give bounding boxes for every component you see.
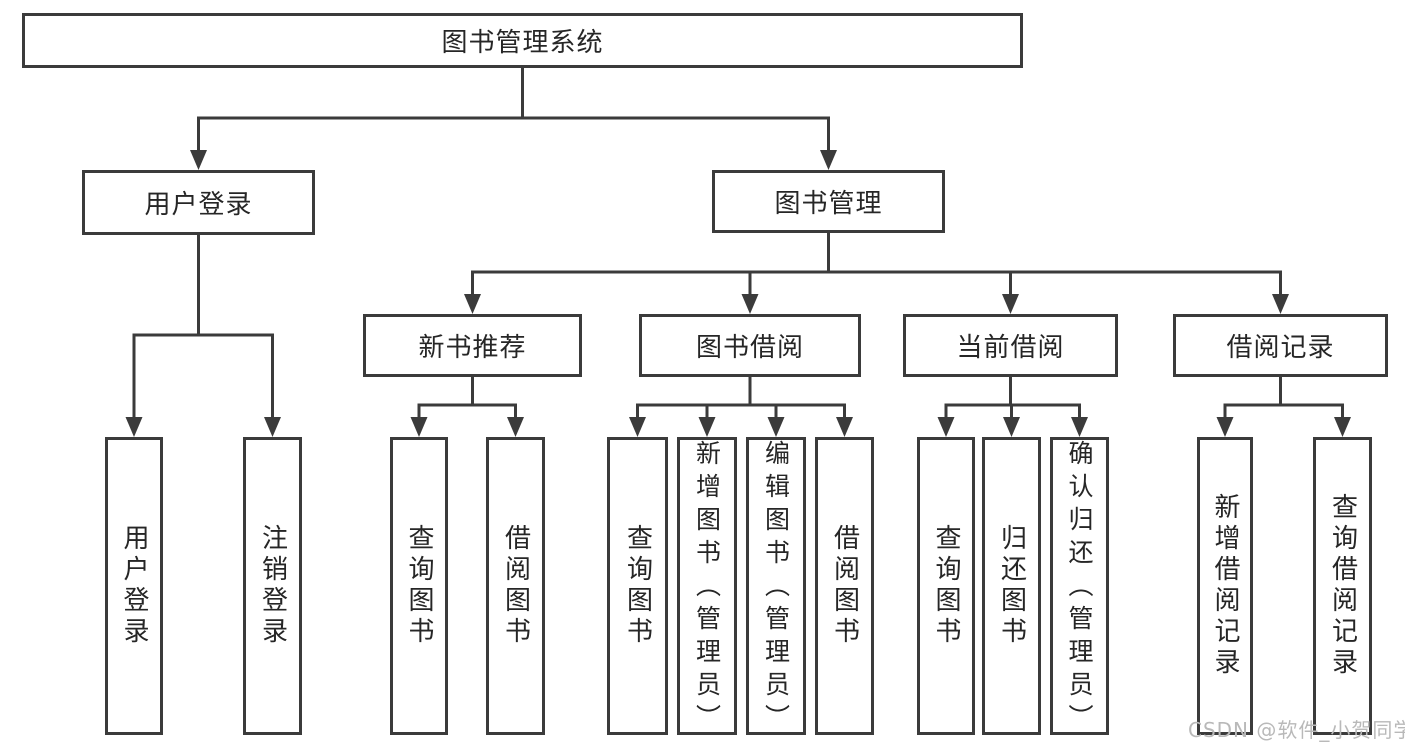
node-book-management: 图书管理 [712,170,945,233]
connector-borrow-to-leaves [629,377,853,437]
node-book-borrow-label: 图书借阅 [695,333,804,363]
node-book-borrow: 图书借阅 [639,314,861,377]
leaf-borrow-add-books-admin-label: 新增图书（管理员） [692,440,722,737]
node-book-management-label: 图书管理 [774,189,883,219]
node-new-book-recommend-label: 新书推荐 [418,333,527,363]
leaf-current-return-books-label: 归还图书 [996,524,1027,648]
leaf-borrow-add-books-admin: 新增图书（管理员） [677,437,737,737]
node-user-login: 用户登录 [82,170,315,235]
leaf-current-confirm-return-admin-label: 确认归还（管理员） [1065,440,1094,737]
node-borrow-records: 借阅记录 [1173,314,1388,377]
leaf-records-query-record-label: 查询借阅记录 [1327,493,1358,679]
leaf-borrow-edit-books-admin-label: 编辑图书（管理员） [761,440,791,737]
node-root-system: 图书管理系统 [22,13,1023,68]
leaf-borrow-query-books-label: 查询图书 [622,524,653,648]
node-user-login-label: 用户登录 [144,190,253,220]
leaf-user-login: 用户登录 [105,437,163,735]
leaf-newbook-borrow-books: 借阅图书 [486,437,545,735]
csdn-watermark: CSDN @软件_小贺同学 [1188,718,1405,742]
leaf-records-add-record-label: 新增借阅记录 [1210,493,1240,679]
leaf-records-add-record: 新增借阅记录 [1197,437,1253,735]
leaf-current-query-books: 查询图书 [917,437,975,735]
leaf-current-query-books-label: 查询图书 [931,524,961,648]
node-new-book-recommend: 新书推荐 [363,314,582,377]
leaf-current-confirm-return-admin: 确认归还（管理员） [1050,437,1109,737]
node-current-borrow: 当前借阅 [903,314,1118,377]
node-borrow-records-label: 借阅记录 [1226,333,1335,363]
connector-mgmt-to-level3 [464,233,1289,314]
node-root-system-label: 图书管理系统 [441,28,604,58]
leaf-newbook-query-books-label: 查询图书 [404,524,434,648]
leaf-newbook-query-books: 查询图书 [390,437,448,735]
leaf-borrow-borrow-books: 借阅图书 [815,437,874,735]
leaf-borrow-borrow-books-label: 借阅图书 [829,524,860,648]
leaf-logout-label: 注销登录 [257,524,288,648]
leaf-newbook-borrow-books-label: 借阅图书 [500,524,531,648]
leaf-user-login-label: 用户登录 [119,524,149,648]
leaf-borrow-edit-books-admin: 编辑图书（管理员） [746,437,806,737]
leaf-borrow-query-books: 查询图书 [607,437,668,735]
connector-login-to-leaves [125,235,281,437]
leaf-records-query-record: 查询借阅记录 [1313,437,1372,735]
node-current-borrow-label: 当前借阅 [956,333,1065,363]
leaf-logout: 注销登录 [243,437,302,735]
connector-records-to-leaves [1216,377,1351,437]
connector-newbook-to-leaves [410,377,524,437]
leaf-current-return-books: 归还图书 [982,437,1041,735]
connector-root-to-level2 [190,68,837,170]
connector-current-to-leaves [937,377,1088,437]
